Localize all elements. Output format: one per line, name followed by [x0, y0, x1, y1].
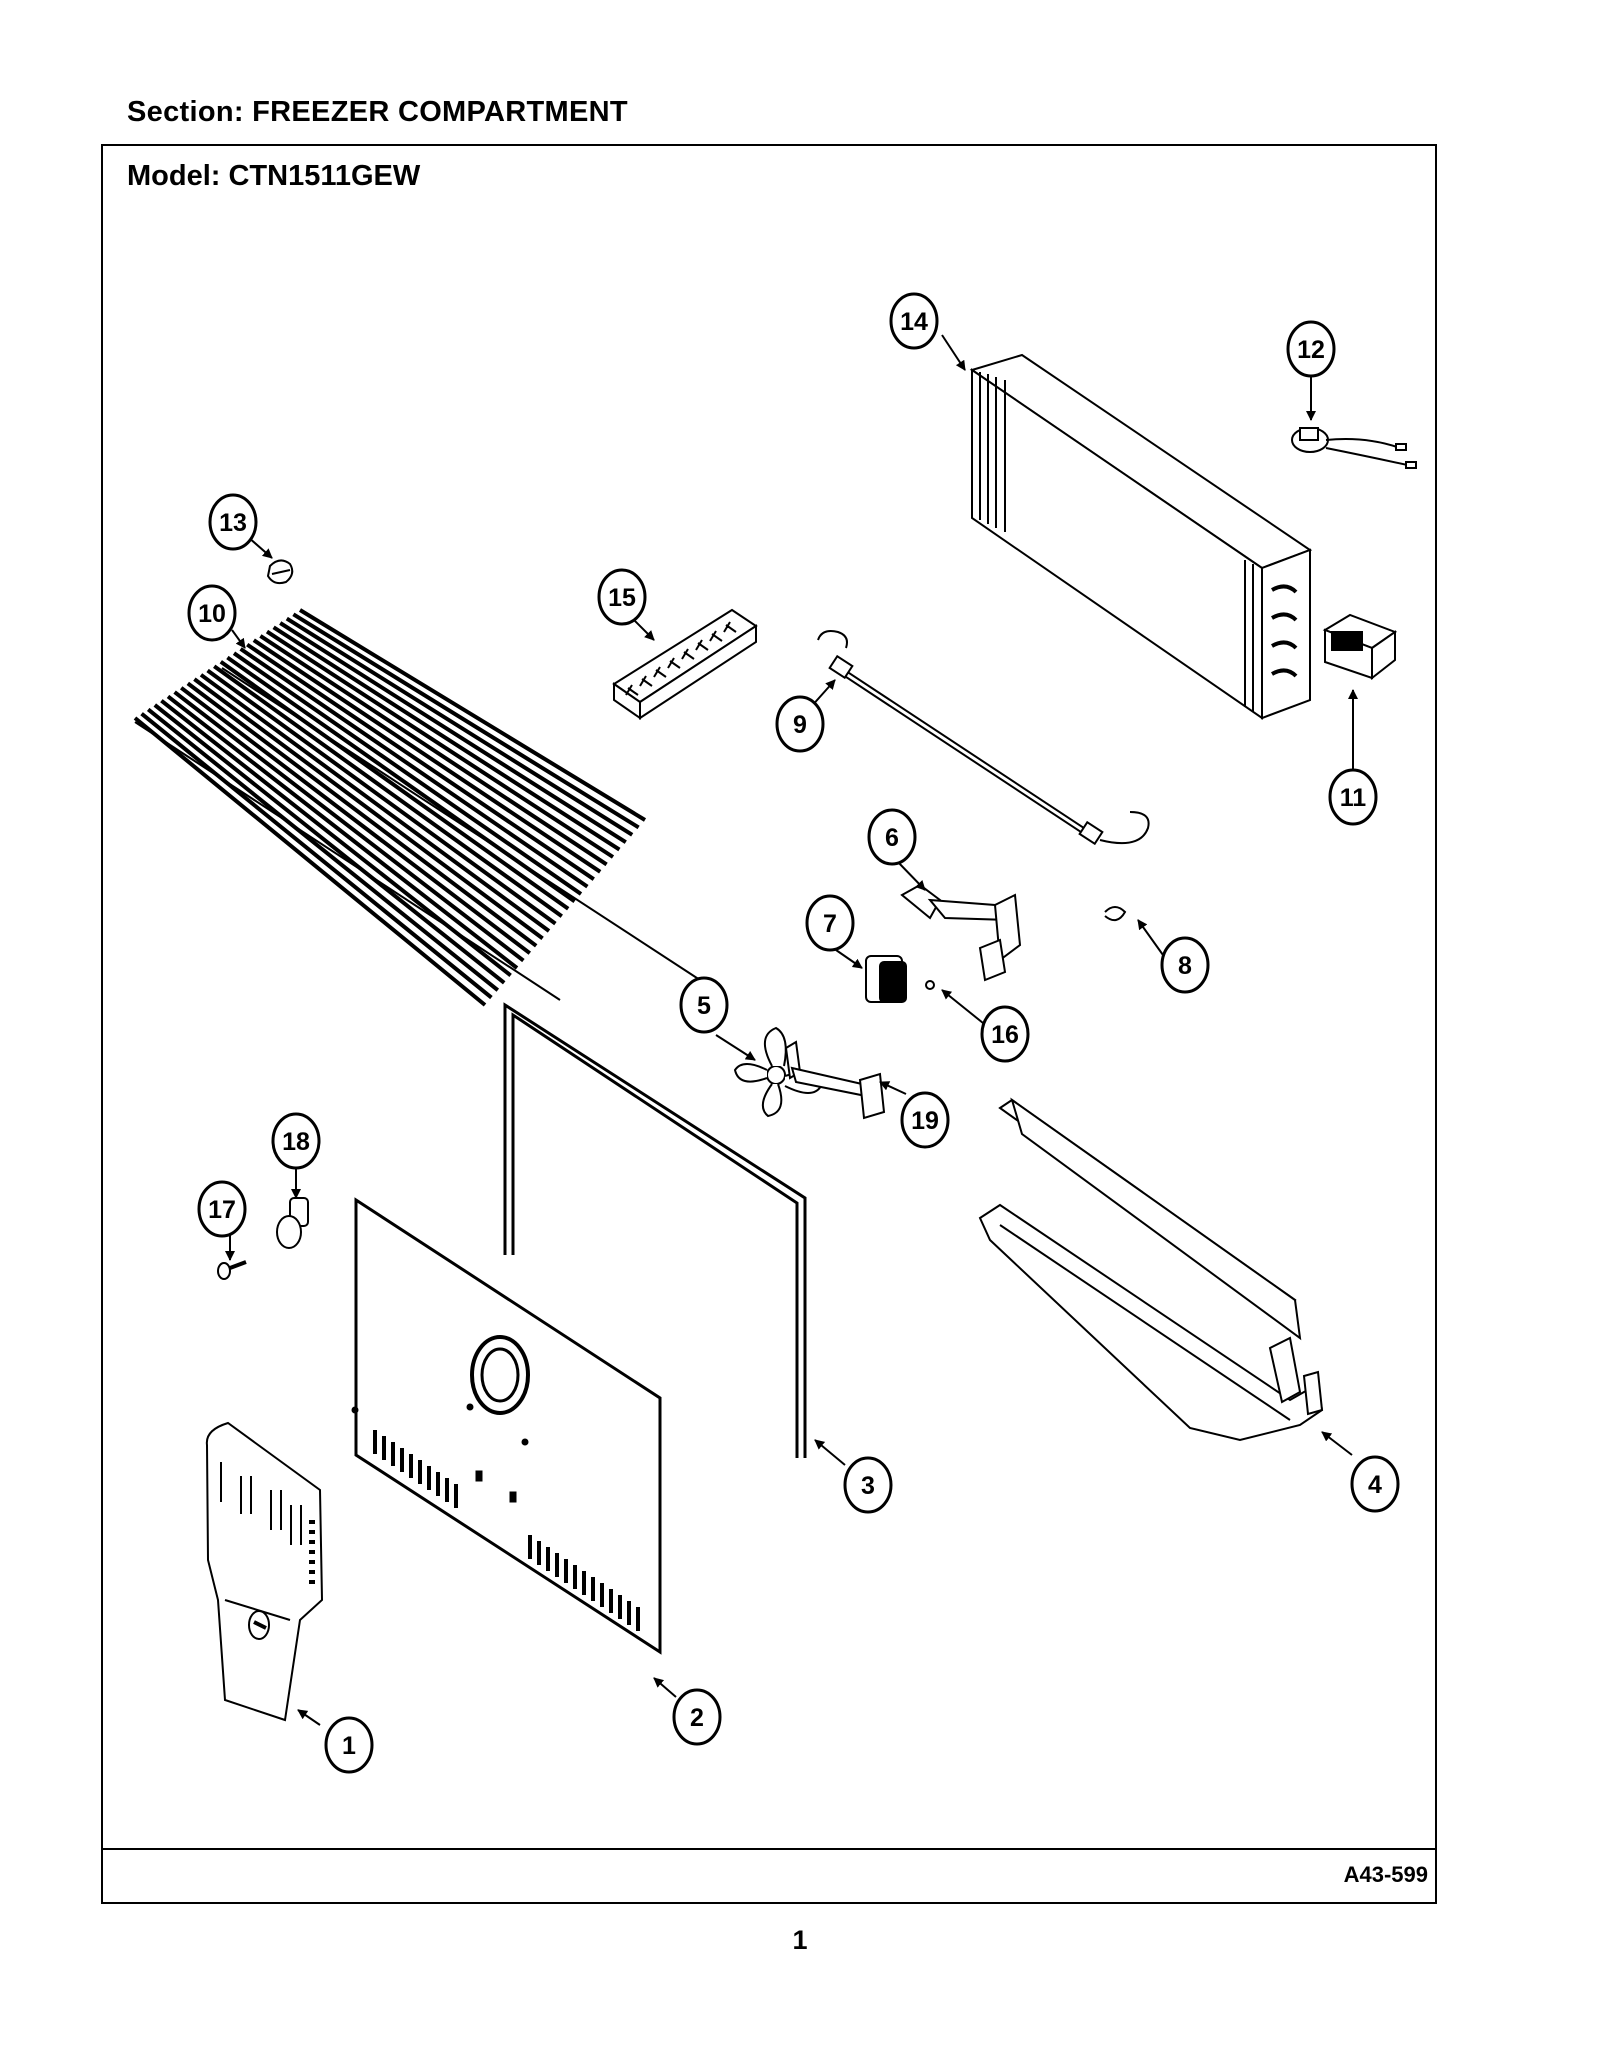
svg-text:6: 6	[885, 824, 899, 852]
callout-11: 11	[1328, 768, 1378, 826]
frame-gasket	[503, 1002, 807, 1458]
callout-1: 1	[324, 1716, 374, 1774]
callout-3: 3	[843, 1456, 893, 1514]
svg-text:11: 11	[1340, 784, 1367, 812]
svg-text:15: 15	[608, 584, 636, 612]
svg-text:3: 3	[861, 1472, 875, 1500]
defrost-thermostat	[1291, 427, 1417, 469]
callout-7: 7	[805, 894, 855, 952]
svg-text:4: 4	[1368, 1471, 1382, 1499]
callout-18: 18	[271, 1112, 321, 1170]
wire-shelf	[133, 608, 701, 1007]
svg-text:10: 10	[198, 600, 226, 628]
callout-15: 15	[597, 568, 647, 626]
page-number: 1	[792, 1925, 808, 1955]
svg-text:5: 5	[697, 992, 711, 1020]
callout-5: 5	[679, 976, 729, 1034]
callout-leaders	[225, 334, 1358, 1726]
svg-text:13: 13	[219, 509, 247, 537]
model-title: Model: CTN1511GEW	[127, 160, 421, 192]
callout-13: 13	[208, 493, 258, 551]
evaporator-coil	[969, 353, 1313, 720]
section-title: Section: FREEZER COMPARTMENT	[127, 96, 628, 128]
fan-motor-bracket	[900, 883, 1022, 982]
callout-8: 8	[1160, 936, 1210, 994]
drawing-code: A43-599	[1343, 1862, 1428, 1887]
svg-text:12: 12	[1297, 336, 1325, 364]
callout-4: 4	[1350, 1455, 1400, 1513]
svg-text:8: 8	[1178, 952, 1192, 980]
callout-12: 12	[1286, 320, 1336, 378]
callout-6: 6	[867, 808, 917, 866]
footer-rule	[101, 1848, 1437, 1850]
svg-text:18: 18	[282, 1128, 310, 1156]
control-housing	[205, 1421, 324, 1722]
callout-16: 16	[980, 1005, 1030, 1063]
ice-cube-tray	[612, 608, 758, 720]
svg-text:16: 16	[991, 1021, 1019, 1049]
rear-panel	[351, 1197, 662, 1655]
drain-trough	[978, 1097, 1324, 1442]
motor-mount-bracket	[784, 1040, 886, 1120]
callout-2: 2	[672, 1688, 722, 1746]
fan-motor	[865, 955, 935, 1003]
svg-text:19: 19	[911, 1107, 939, 1135]
svg-text:2: 2	[690, 1704, 704, 1732]
callout-10: 10	[187, 584, 237, 642]
callout-19: 19	[900, 1091, 950, 1149]
svg-text:9: 9	[793, 711, 807, 739]
callout-17: 17	[197, 1180, 247, 1238]
shelf-clip	[266, 559, 294, 585]
heater-clip	[1104, 906, 1127, 922]
control-knob	[276, 1197, 309, 1249]
svg-text:14: 14	[900, 308, 928, 336]
callout-9: 9	[775, 695, 825, 753]
svg-text:7: 7	[823, 910, 837, 938]
terminal-block	[1322, 613, 1398, 681]
svg-text:17: 17	[208, 1196, 236, 1224]
screw	[217, 1260, 247, 1280]
diagram-frame	[101, 144, 1437, 1904]
svg-text:1: 1	[342, 1732, 356, 1760]
defrost-heater	[817, 630, 1150, 846]
callout-14: 14	[889, 292, 939, 350]
